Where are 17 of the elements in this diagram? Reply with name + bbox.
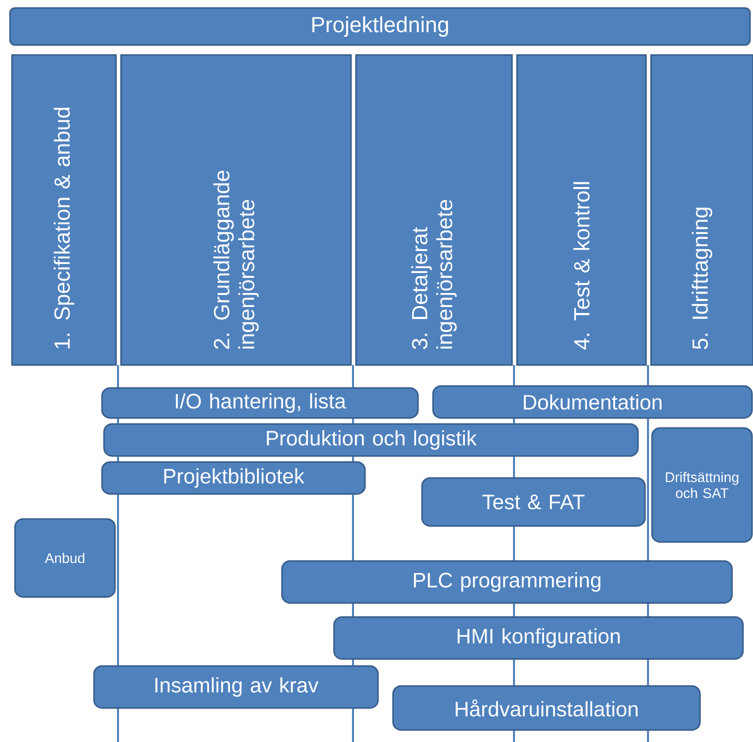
phase-column: 4. Test & kontroll [516, 54, 647, 366]
task-bar: Driftsättning och SAT [651, 427, 753, 543]
task-bar: I/O hantering, lista [101, 387, 419, 419]
task-bar: Dokumentation [432, 385, 753, 419]
task-bar: Projektbibliotek [101, 461, 366, 495]
task-bar: Anbud [14, 518, 116, 598]
task-bar: Hårdvaruinstallation [392, 685, 701, 731]
task-bar: Produktion och logistik [103, 423, 639, 457]
task-bar: PLC programmering [281, 560, 733, 604]
task-bar: Test & FAT [421, 477, 646, 527]
phase-column: 2. Grundläggande ingenjörsarbete [120, 54, 352, 366]
phase-column: 3. Detaljerat ingenjörsarbete [355, 54, 513, 366]
task-bar: HMI konfiguration [333, 616, 744, 660]
phase-column: 5. Idrifttagning [650, 54, 753, 366]
phase-column: 1. Specifikation & anbud [11, 54, 117, 366]
header-bar: Projektledning [9, 7, 751, 46]
task-bar: Insamling av krav [93, 665, 379, 709]
